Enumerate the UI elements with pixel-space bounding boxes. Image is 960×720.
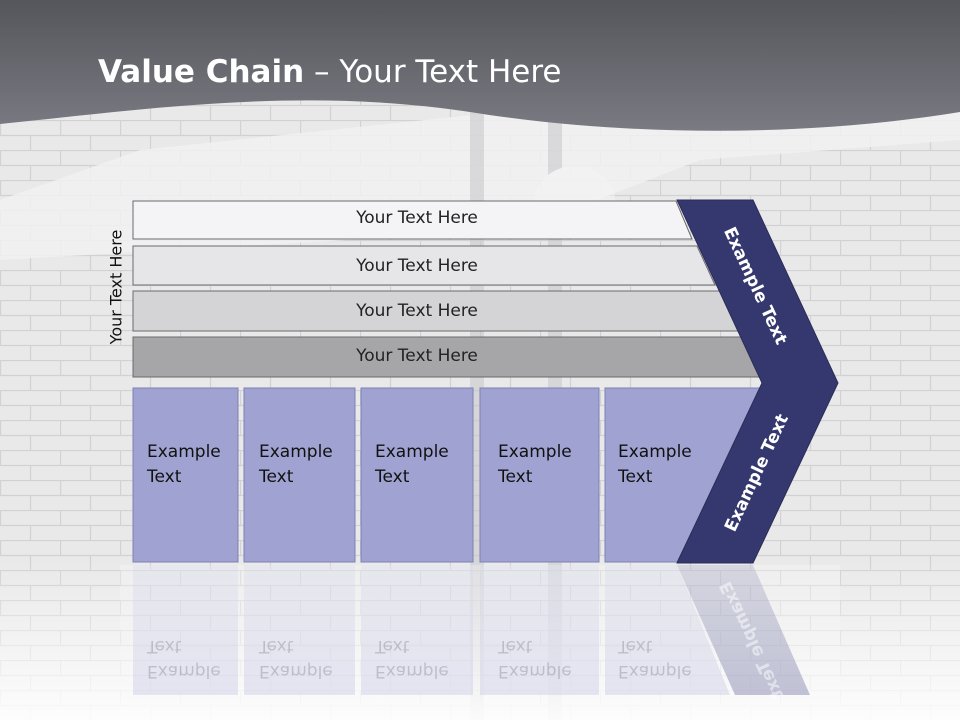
activity-reflection-4: Example Text <box>498 633 572 683</box>
activity-reflection-1: Example Text <box>147 633 221 683</box>
activity-label-4-line2: Text <box>498 467 533 487</box>
activity-label-5-line2: Text <box>618 467 653 487</box>
activity-label-3-line1: Example <box>375 442 449 462</box>
activity-label-3: Example Text <box>375 440 449 490</box>
activity-label-4: Example Text <box>498 440 572 490</box>
activity-label-5-line1: Example <box>618 442 692 462</box>
band-label-2: Your Text Here <box>356 256 478 276</box>
activity-label-2: Example Text <box>259 440 333 490</box>
activity-label-5: Example Text <box>618 440 692 490</box>
activity-box-2 <box>243 387 356 563</box>
activity-label-1-line2: Text <box>147 467 182 487</box>
activity-box-3 <box>360 387 474 563</box>
activity-box-4 <box>479 387 600 563</box>
band-label-1: Your Text Here <box>356 208 478 228</box>
activity-reflection-2-line1: Example <box>259 661 333 681</box>
header-banner <box>0 0 960 131</box>
band-label-3: Your Text Here <box>356 301 478 321</box>
activity-reflection-1-line2: Text <box>147 636 182 656</box>
activity-label-1: Example Text <box>147 440 221 490</box>
activity-reflection-3-line2: Text <box>375 636 410 656</box>
activity-label-4-line1: Example <box>498 442 572 462</box>
title-rest: – Your Text Here <box>304 54 562 90</box>
activity-label-3-line2: Text <box>375 467 410 487</box>
side-label: Your Text Here <box>106 229 126 345</box>
activity-reflection-3-line1: Example <box>375 661 449 681</box>
activity-reflection-5-line2: Text <box>618 636 653 656</box>
activity-label-2-line1: Example <box>259 442 333 462</box>
margin-chevron <box>676 199 839 564</box>
activity-label-1-line1: Example <box>147 442 221 462</box>
title-bold: Value Chain <box>98 54 305 90</box>
activity-reflection-2-line2: Text <box>259 636 294 656</box>
activity-label-2-line2: Text <box>259 467 294 487</box>
band-1 <box>132 200 693 240</box>
activity-reflection-2: Example Text <box>259 633 333 683</box>
activity-box-1 <box>132 387 239 563</box>
activity-reflection-3: Example Text <box>375 633 449 683</box>
reflection <box>120 565 840 720</box>
activity-reflection-5: Example Text <box>618 633 692 683</box>
activity-reflection-4-line2: Text <box>498 636 533 656</box>
band-label-4: Your Text Here <box>356 346 478 366</box>
slide-title: Value Chain – Your Text Here <box>98 54 561 90</box>
activity-reflection-5-line1: Example <box>618 661 692 681</box>
activity-reflection-4-line1: Example <box>498 661 572 681</box>
activity-reflection-1-line1: Example <box>147 661 221 681</box>
band-2 <box>132 245 716 286</box>
